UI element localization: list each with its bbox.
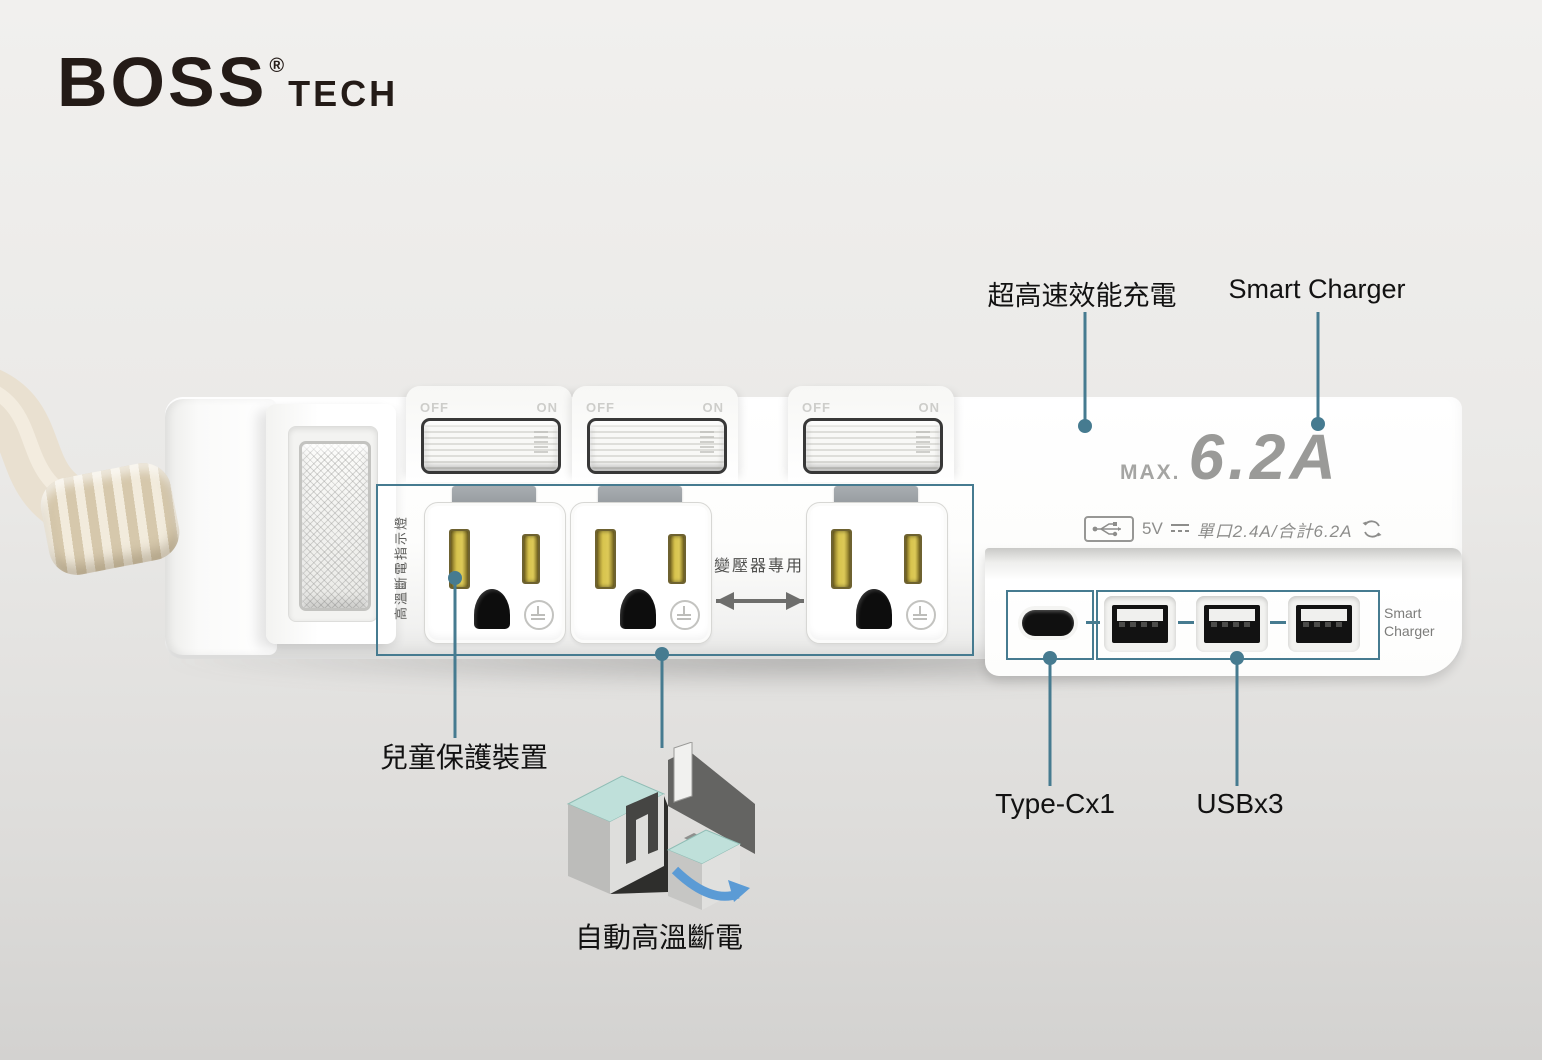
spec-detail-text: 單口2.4A/合計6.2A: [1196, 521, 1353, 541]
usb-port2-hole: [1204, 605, 1260, 643]
switch2-on-label: ON: [702, 400, 724, 415]
switch2-off-label: OFF: [586, 400, 615, 415]
usb-tongue: [1117, 609, 1163, 621]
outlet-2[interactable]: [570, 502, 712, 644]
switch-plateau-1: OFF ON: [406, 386, 572, 482]
usb-port3-hole: [1296, 605, 1352, 643]
brand-name: BOSS: [57, 43, 268, 121]
outlet2-ground-hole: [620, 589, 656, 629]
thermal-indicator-vertical-label: 高溫斷電指示燈: [393, 515, 409, 621]
type-c-count-label: Type-Cx1: [995, 788, 1115, 819]
usb-pins: [1303, 622, 1345, 627]
switch-plateau-2: OFF ON: [572, 386, 738, 482]
outlet1-live-slot: [522, 534, 540, 584]
switch-plateau-3: OFF ON: [788, 386, 954, 482]
usb-count-label: USBx3: [1196, 788, 1284, 819]
usb-tongue: [1209, 609, 1255, 621]
earth-ground-icon: [670, 600, 700, 630]
strip-end-cap: [165, 399, 277, 655]
outlet1-ground-hole: [474, 589, 510, 629]
switch3-on-label: ON: [918, 400, 940, 415]
earth-ground-icon: [524, 600, 554, 630]
max-label: MAX.: [1120, 461, 1181, 484]
max-current-value: 6.2A: [1188, 421, 1340, 493]
spec-line: 5V 單口2.4A/合計6.2A: [1084, 516, 1384, 542]
fast-charging-label: 超高速效能充電: [987, 281, 1177, 311]
earth-ground-icon: [906, 600, 936, 630]
annotation-box-usb: [1096, 590, 1380, 660]
transformer-only-label: 變壓器專用: [713, 558, 804, 575]
dc-symbol-icon: [1170, 524, 1189, 534]
rocker-switch-2[interactable]: [587, 418, 727, 474]
voltage-label: 5V: [1142, 519, 1163, 538]
usb-tongue: [1301, 609, 1347, 621]
outlet2-live-slot: [668, 534, 686, 584]
type-c-port[interactable]: [1022, 610, 1074, 636]
annotation-connector-line: [1178, 621, 1194, 624]
outlet3-neutral-slot: [831, 529, 852, 589]
smart-side-line2: Charger: [1384, 623, 1435, 640]
annotation-box-type-c: [1006, 590, 1094, 660]
registered-trademark-icon: ®: [269, 55, 285, 77]
main-power-switch[interactable]: [299, 441, 371, 611]
annotation-connector-line: [1086, 621, 1100, 624]
outlet3-live-slot: [904, 534, 922, 584]
usb-pins: [1211, 622, 1253, 627]
max-rating: MAX. 6.2A: [1120, 420, 1340, 494]
outlet2-neutral-slot: [595, 529, 616, 589]
child-protection-label: 兒童保護裝置: [379, 742, 548, 773]
usb-pins: [1119, 622, 1161, 627]
smart-charger-side-label: Smart Charger: [1384, 604, 1435, 640]
brand-logo: BOSS ® TECH: [57, 42, 398, 122]
brand-suffix: TECH: [288, 73, 399, 114]
outlet-1[interactable]: [424, 502, 566, 644]
cord-strain-relief: [35, 458, 185, 580]
smart-charger-label: Smart Charger: [1228, 274, 1406, 304]
smart-refresh-icon: [1362, 520, 1382, 538]
thermal-cutoff-illustration: [566, 742, 755, 910]
auto-thermal-cutoff-label: 自動高溫斷電: [574, 922, 743, 953]
outlet3-ground-hole: [856, 589, 892, 629]
rocker-switch-3[interactable]: [803, 418, 943, 474]
outlet-3[interactable]: [806, 502, 948, 644]
annotation-connector-line: [1270, 621, 1286, 624]
usb-port-2[interactable]: [1196, 596, 1268, 652]
smart-side-line1: Smart: [1384, 605, 1422, 621]
usb-port1-hole: [1112, 605, 1168, 643]
usb-port-1[interactable]: [1104, 596, 1176, 652]
usb-trident-icon: [1084, 516, 1134, 542]
rocker-switch-1[interactable]: [421, 418, 561, 474]
switch1-off-label: OFF: [420, 400, 449, 415]
annotation-box-outlets: [376, 484, 974, 656]
switch3-off-label: OFF: [802, 400, 831, 415]
switch1-on-label: ON: [536, 400, 558, 415]
usb-port-3[interactable]: [1288, 596, 1360, 652]
